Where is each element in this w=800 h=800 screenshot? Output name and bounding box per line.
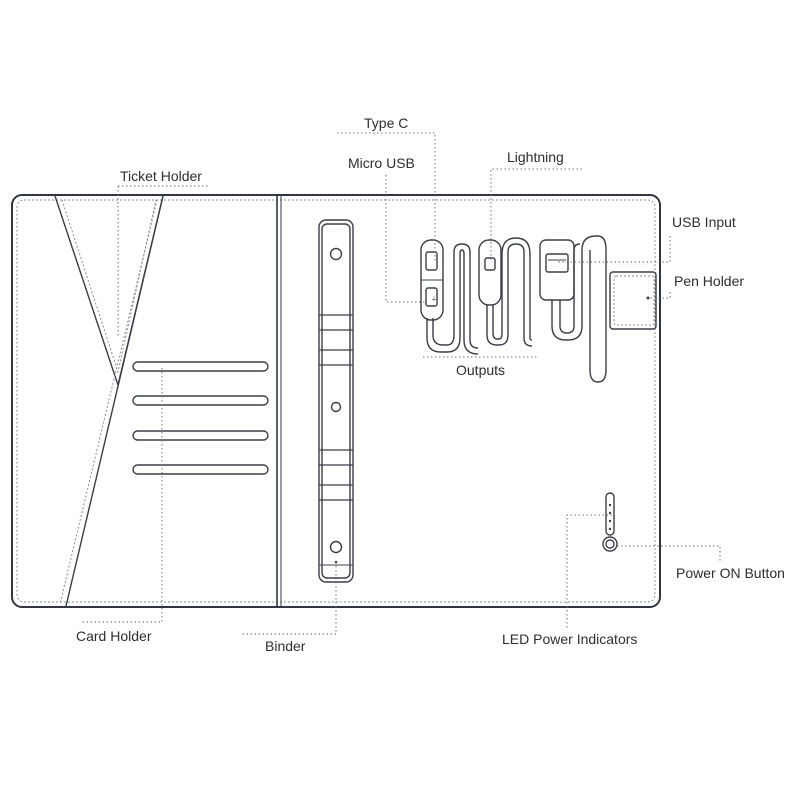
power-on-button: [602, 536, 618, 552]
binder: [318, 219, 354, 583]
led-dot: [608, 519, 612, 523]
label-led-power-indicators: LED Power Indicators: [502, 631, 637, 647]
label-type-c: Type C: [364, 115, 408, 131]
ticket-holder-stitch: [61, 199, 157, 374]
card-holder-stitch: [59, 199, 158, 605]
pen-holder-strap: [609, 271, 657, 330]
type-c-plug: [425, 251, 438, 271]
leader-lines: [80, 132, 721, 635]
label-lightning: Lightning: [507, 149, 564, 165]
binder-inner-line: [321, 223, 351, 579]
folio-outer-border: [11, 194, 661, 608]
lightning-plug: [484, 257, 496, 271]
label-binder: Binder: [265, 638, 306, 654]
binder-rivet: [330, 401, 342, 413]
pen-holder-stitch: [613, 275, 655, 326]
label-pen-holder: Pen Holder: [674, 273, 744, 289]
binder-rivet: [329, 247, 343, 261]
led-dot: [608, 527, 612, 531]
card-holder-edge: [65, 195, 164, 607]
output-cable-1: [432, 243, 479, 349]
led-dot: [608, 503, 612, 507]
label-card-holder: Card Holder: [76, 628, 152, 644]
charging-cables: ⏚: [420, 235, 607, 383]
usb-a-plug: [545, 253, 569, 273]
label-power-on-button: Power ON Button: [676, 565, 785, 581]
card-slot: [132, 361, 269, 372]
lightning-connector: [478, 239, 502, 306]
card-slot: [132, 430, 269, 441]
micro-usb-plug: [425, 287, 438, 307]
binder-bar: [318, 219, 354, 583]
usb-a-connector: [539, 239, 575, 301]
binder-rivet: [329, 540, 343, 554]
callout-labels: Type C Micro USB Lightning Ticket Holder…: [76, 115, 785, 654]
label-outputs: Outputs: [456, 362, 505, 378]
power-module: [602, 492, 618, 552]
folio-body: [11, 194, 661, 608]
label-micro-usb: Micro USB: [348, 155, 415, 171]
card-slot: [132, 464, 269, 475]
label-usb-input: USB Input: [672, 214, 736, 230]
card-slot: [132, 395, 269, 406]
led-dot: [608, 511, 612, 515]
pen-holder: [609, 271, 657, 330]
svg-text:⏚: ⏚: [431, 296, 437, 303]
label-ticket-holder: Ticket Holder: [120, 168, 202, 184]
ticket-holder-flap: [54, 195, 164, 388]
left-panel: [54, 195, 269, 607]
led-indicator-strip: [605, 492, 615, 536]
